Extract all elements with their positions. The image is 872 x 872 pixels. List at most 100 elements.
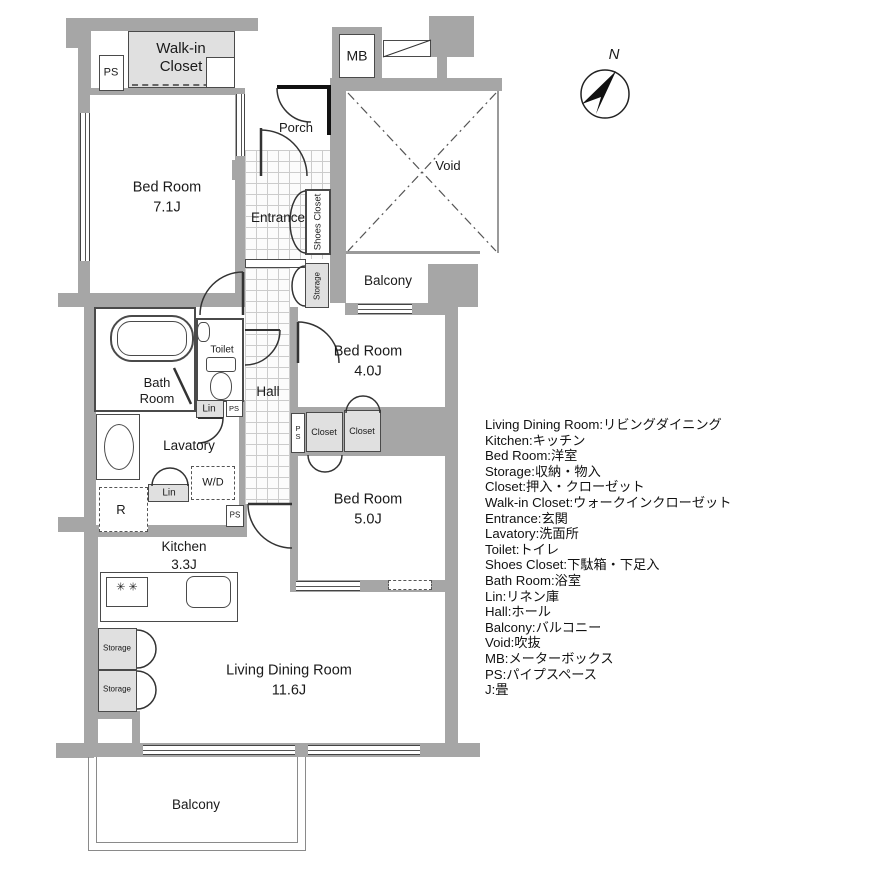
- room-label-lin-upper: Lin: [202, 403, 216, 415]
- ps-upper-box: [226, 400, 243, 417]
- room-label-lavatory: Lavatory: [163, 437, 215, 453]
- storage-door-arc: [291, 285, 306, 307]
- ps-box-top-left: [99, 55, 124, 91]
- room-label-storage-entrance: Storage: [312, 271, 322, 301]
- closet-left-box: [306, 412, 343, 452]
- legend-line: Lin:リネン庫: [485, 588, 560, 604]
- walk-in-closet-door-panel: [206, 57, 235, 88]
- storage-2-box: [98, 670, 137, 712]
- legend-line: Closet:押入・クローゼット: [485, 479, 645, 495]
- room-label-storage-2: Storage: [102, 684, 132, 694]
- storage-entrance-box: [305, 263, 329, 308]
- wall-segment: [445, 303, 458, 743]
- washer-dryer-box: [191, 466, 235, 500]
- wall-segment: [235, 88, 245, 307]
- void-right-line: [497, 91, 499, 253]
- wall-segment: [239, 400, 247, 537]
- storage-door-arc: [136, 689, 157, 710]
- toilet-hand-basin: [197, 322, 210, 342]
- wall-segment: [330, 88, 346, 303]
- porch-wall-line: [327, 85, 331, 135]
- room-label-closet-left: Closet: [311, 426, 337, 437]
- wall-segment: [58, 517, 86, 532]
- window: [80, 113, 90, 261]
- room-label-balcony-upper: Balcony: [363, 272, 413, 288]
- legend-line: Toilet:トイレ: [485, 541, 560, 557]
- legend-line: Storage:収納・物入: [485, 463, 601, 479]
- wall-segment: [232, 160, 246, 180]
- wall-segment: [132, 711, 140, 751]
- sliding-door: [388, 580, 432, 590]
- stair-ramp-symbol: [383, 40, 431, 57]
- room-label-bed-room-3: Bed Room 5.0J: [333, 491, 403, 527]
- room-label-washer-dryer: W/D: [202, 476, 224, 489]
- room-label-entrance: Entrance: [250, 209, 306, 225]
- legend-line: Kitchen:キッチン: [485, 432, 586, 448]
- door-arc-hall-ldr: [247, 503, 293, 549]
- balcony-lower-rail-inner: [96, 757, 298, 843]
- wall-segment: [56, 743, 94, 758]
- room-label-toilet: Toilet: [210, 344, 234, 356]
- bathtub-inner: [117, 321, 187, 356]
- stove-burner-icon: ✳ ✳: [116, 581, 138, 594]
- wall-segment: [290, 307, 298, 407]
- room-label-hall: Hall: [256, 383, 280, 399]
- legend-line: Hall:ホール: [485, 604, 551, 620]
- compass-circle: [580, 69, 630, 119]
- wall-segment: [78, 31, 91, 95]
- storage-door-arc: [136, 648, 157, 669]
- toilet-tank: [206, 357, 236, 372]
- wall-segment: [437, 57, 447, 79]
- room-label-void: Void: [435, 158, 461, 174]
- wall-segment: [290, 456, 298, 592]
- balcony-lower-rail-outer: [88, 757, 306, 851]
- legend-line: Void:吹抜: [485, 635, 541, 651]
- hall-tiled-floor: [245, 268, 290, 504]
- legend-line: Living Dining Room:リビングダイニング: [485, 417, 722, 432]
- room-label-mb: MB: [346, 47, 368, 64]
- room-label-ps-top-left: PS: [103, 66, 119, 79]
- void-diagonal: [347, 92, 497, 252]
- storage-door-arc: [136, 670, 157, 691]
- refrigerator-box: [99, 487, 148, 532]
- window: [236, 94, 245, 156]
- room-label-shoes-closet: Shoes Closet: [312, 193, 324, 251]
- closet-right-box: [344, 410, 381, 452]
- legend-line: Bath Room:浴室: [485, 572, 582, 588]
- void-diagonal: [347, 92, 497, 252]
- room-label-porch: Porch: [279, 120, 313, 136]
- room-label-bed-room-2: Bed Room 4.0J: [333, 343, 403, 379]
- window: [358, 304, 412, 314]
- room-label-closet-right: Closet: [349, 425, 375, 436]
- legend-line: MB:メーターボックス: [485, 650, 614, 666]
- wall-segment: [66, 18, 258, 31]
- room-label-lin-lower: Lin: [162, 487, 176, 499]
- entrance-step: [245, 259, 306, 268]
- storage-door-arc: [291, 265, 306, 287]
- room-label-balcony-lower: Balcony: [171, 796, 221, 812]
- legend: Living Dining Room:リビングダイニング Kitchen:キッチ…: [485, 417, 731, 698]
- ps-lower-box: [226, 505, 244, 527]
- kitchen-stove: [106, 577, 148, 607]
- closet-door-arc: [324, 454, 343, 473]
- toilet-bowl: [210, 372, 232, 400]
- balcony-upper-top-line: [346, 251, 480, 254]
- kitchen-sink: [186, 576, 231, 608]
- legend-line: PS:パイプスペース: [485, 666, 597, 682]
- room-label-living-dining: Living Dining Room 11.6J: [226, 662, 352, 698]
- room-label-ps-lower: PS: [229, 510, 241, 520]
- window: [296, 581, 360, 591]
- wall-segment: [94, 711, 140, 719]
- walk-in-closet-hanger-rail: [132, 84, 230, 86]
- porch-wall-line: [277, 85, 331, 89]
- wall-segment: [58, 293, 245, 307]
- room-label-bed-room-1: Bed Room 7.1J: [132, 179, 202, 215]
- legend-line: J:畳: [485, 682, 509, 698]
- legend-line: Lavatory:洗面所: [485, 526, 579, 542]
- wall-segment: [428, 264, 478, 307]
- door-arc-porch: [276, 87, 312, 123]
- room-label-refrigerator: R: [116, 502, 126, 518]
- closet-door-arc: [307, 454, 326, 473]
- room-label-kitchen: Kitchen 3.3J: [161, 538, 207, 572]
